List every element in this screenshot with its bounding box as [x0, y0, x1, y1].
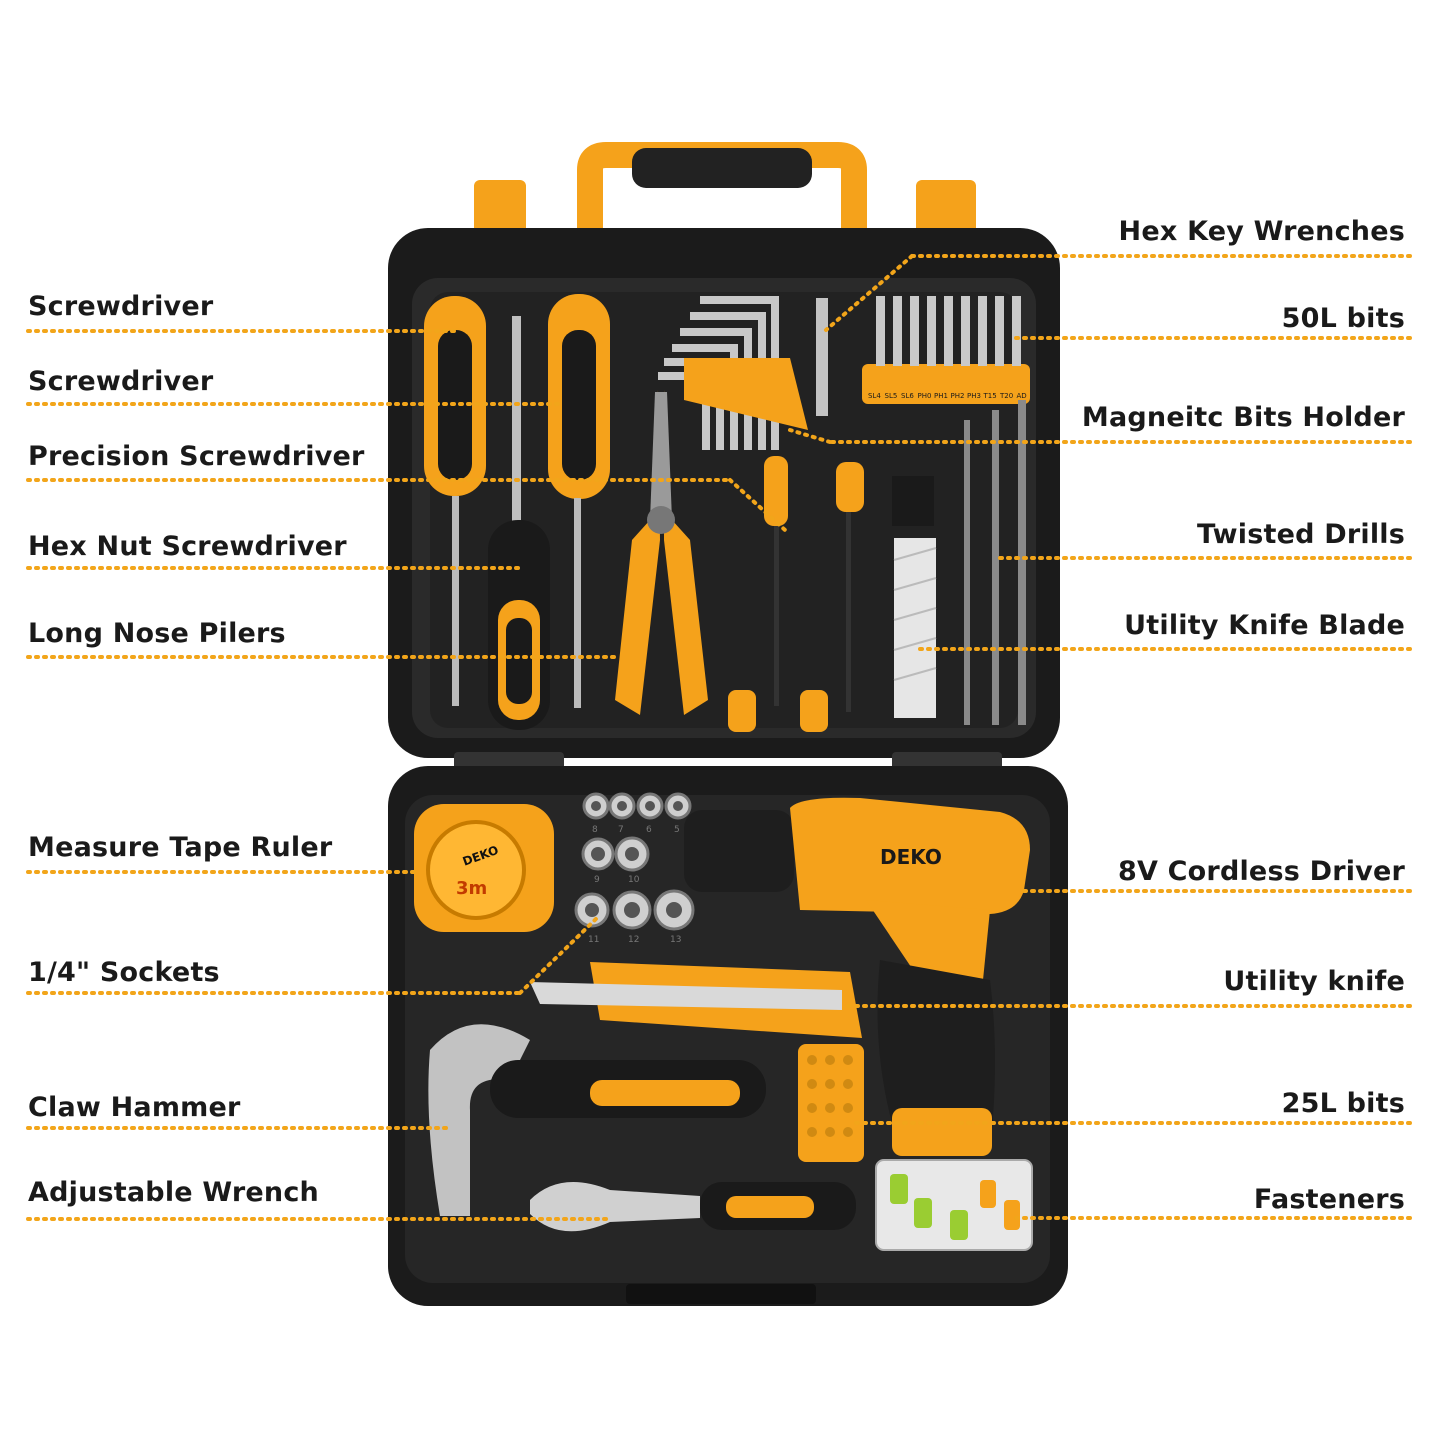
measure-tape: 3m DEKO: [414, 804, 554, 932]
label-claw-hammer: Claw Hammer: [28, 1092, 241, 1123]
screwdriver-2: [548, 294, 610, 708]
label-utility-knife: Utility knife: [1223, 966, 1405, 997]
fasteners-box: [875, 1159, 1033, 1251]
bit-label: T20: [999, 392, 1013, 400]
label-sockets: 1/4" Sockets: [28, 957, 220, 988]
magnetic-bits-holder: [816, 298, 828, 416]
cordless-driver: DEKO: [684, 797, 1030, 1156]
precision-screwdrivers: [728, 456, 864, 732]
bit-label: AD: [1017, 392, 1027, 400]
socket-number: 7: [618, 825, 624, 835]
bit-label: SL6: [901, 392, 914, 400]
precision-screwdriver-shaft: [512, 316, 521, 526]
bit-label: PH0: [918, 392, 932, 400]
hex-nut-screwdriver: [488, 520, 550, 730]
latch-right: [916, 180, 976, 242]
socket-number: 9: [594, 875, 600, 885]
label-measure-tape: Measure Tape Ruler: [28, 832, 333, 863]
socket-number: 12: [628, 935, 639, 945]
utility-knife: [530, 962, 862, 1038]
latch-left: [474, 180, 526, 242]
bits-25l: [798, 1044, 864, 1162]
twisted-drills: [964, 400, 1026, 725]
bit-label: SL4: [868, 392, 881, 400]
label-magnetic-bits-holder: Magneitc Bits Holder: [1081, 402, 1405, 433]
socket-number: 6: [646, 825, 652, 835]
tape-marking: 3m: [456, 878, 487, 899]
socket-number: 8: [592, 825, 598, 835]
label-screwdriver-1: Screwdriver: [28, 291, 214, 322]
label-utility-knife-blade: Utility Knife Blade: [1124, 610, 1405, 641]
long-nose-pliers: [615, 390, 708, 715]
bits-50l: [862, 296, 1030, 404]
label-precision-screwdriver: Precision Screwdriver: [28, 441, 365, 472]
driver-brand: DEKO: [880, 845, 942, 869]
label-fasteners: Fasteners: [1253, 1184, 1405, 1215]
label-adjustable-wrench: Adjustable Wrench: [28, 1177, 319, 1208]
socket-number: 13: [670, 935, 681, 945]
socket-number: 10: [628, 875, 640, 885]
label-cordless-driver: 8V Cordless Driver: [1117, 856, 1405, 887]
label-50l-bits: 50L bits: [1281, 303, 1405, 334]
bit-label: T15: [983, 392, 997, 400]
bit-label: PH2: [951, 392, 965, 400]
label-long-nose-pliers: Long Nose Pilers: [28, 618, 286, 649]
label-hex-nut-screwdriver: Hex Nut Screwdriver: [28, 531, 347, 562]
socket-number: 11: [588, 935, 599, 945]
leader-lines-left: [26, 329, 787, 1221]
label-25l-bits: 25L bits: [1281, 1088, 1405, 1119]
hex-key-holder: [684, 358, 808, 430]
claw-hammer: [428, 1024, 766, 1216]
label-screwdriver-2: Screwdriver: [28, 366, 214, 397]
bit-label: PH1: [934, 392, 948, 400]
bit-label: PH3: [967, 392, 981, 400]
bit-label: SL5: [885, 392, 898, 400]
label-twisted-drills: Twisted Drills: [1196, 519, 1405, 550]
label-hex-key-wrenches: Hex Key Wrenches: [1118, 216, 1405, 247]
socket-holes: [585, 801, 683, 918]
utility-knife-blades: [892, 476, 937, 718]
leader-lines-right: [788, 254, 1412, 1220]
socket-number: 5: [674, 825, 680, 835]
